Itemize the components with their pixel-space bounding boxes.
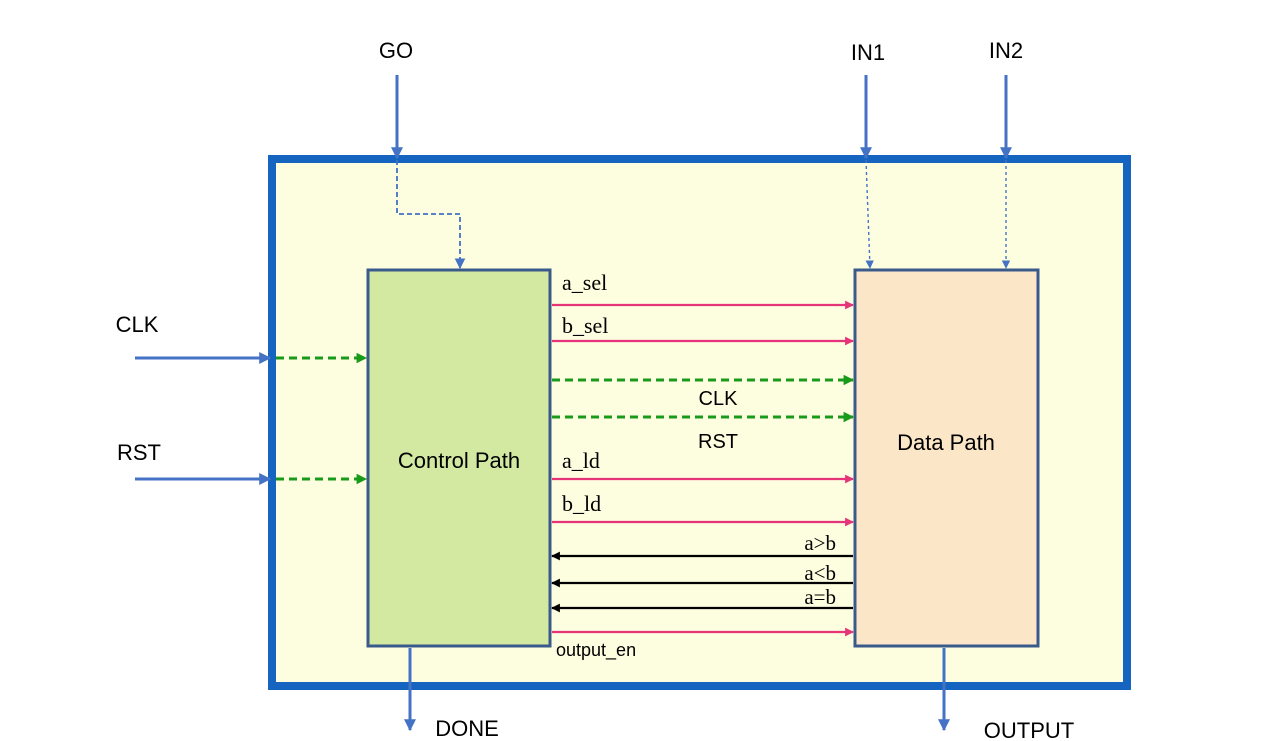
- go-internal-wire: [396, 160, 466, 270]
- a-gt-b-label: a>b: [804, 531, 836, 555]
- in1-label: IN1: [851, 40, 885, 65]
- control-path-block: [366, 268, 552, 648]
- data-path-block: [853, 268, 1040, 648]
- done-label: DONE: [435, 716, 499, 741]
- a-sel-label: a_sel: [562, 270, 607, 295]
- in2-label: IN2: [989, 38, 1023, 63]
- rst-label: RST: [117, 440, 161, 465]
- a-lt-b-label: a<b: [804, 561, 836, 585]
- clk-label: CLK: [116, 312, 159, 337]
- data-path-label: Data Path: [897, 430, 995, 455]
- rst-dp-label: RST: [698, 431, 738, 453]
- control-path-label: Control Path: [398, 448, 520, 473]
- in1-internal-wire: [865, 159, 874, 269]
- a-eq-b-label: a=b: [804, 585, 836, 609]
- b-sel-label: b_sel: [562, 313, 608, 338]
- b-ld-label: b_ld: [562, 491, 601, 516]
- a-ld-label: a_ld: [562, 448, 600, 473]
- output-label: OUTPUT: [984, 718, 1074, 741]
- output-en-label: output_en: [556, 640, 636, 661]
- clk-dp-label: CLK: [699, 388, 739, 410]
- go-label: GO: [379, 38, 413, 63]
